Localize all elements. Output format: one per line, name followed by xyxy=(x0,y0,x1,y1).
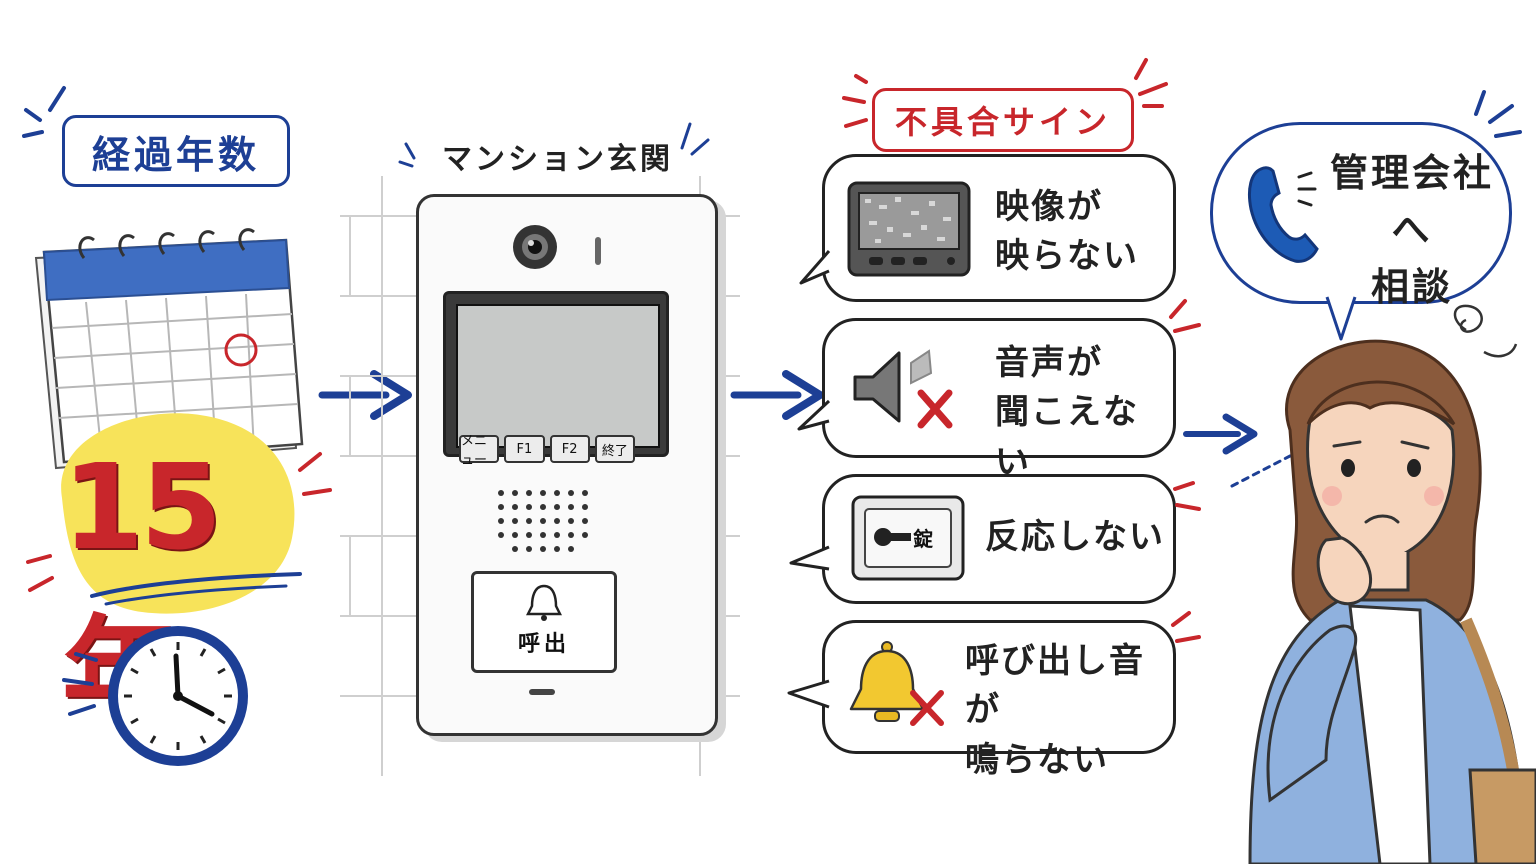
arrow-right-icon xyxy=(318,370,412,420)
elapsed-years-tag: 経過年数 xyxy=(62,115,290,187)
indicator-light xyxy=(595,237,601,265)
lock-key-label: 錠 xyxy=(913,527,933,551)
camera-lens-icon xyxy=(513,225,557,269)
menu-button[interactable]: メニュー xyxy=(459,434,500,468)
sign-bubble-ring: 呼び出し音が 鳴らない xyxy=(787,611,1201,780)
sign-video-line2: 映らない xyxy=(995,236,1139,277)
function-buttons: メニュー F1 F2 終了 xyxy=(459,434,635,468)
menu-button-label: メニュー xyxy=(461,434,488,468)
elapsed-section: 経過年数 15年 xyxy=(0,0,332,864)
elapsed-years-label: 経過年数 xyxy=(91,132,260,177)
f1-button[interactable]: F1 xyxy=(504,435,545,463)
consult-section: 管理会社へ 相談 xyxy=(1200,80,1536,864)
call-button-label: 呼出 xyxy=(517,632,570,657)
sign-video-text: 映像が 映らない xyxy=(995,183,1139,282)
red-accent-icon xyxy=(1171,611,1201,643)
signs-accent-right-icon xyxy=(1134,58,1168,108)
consult-text: 管理会社へ 相談 xyxy=(1317,145,1507,316)
monitor-static-icon xyxy=(847,181,971,277)
bubble-tail-icon xyxy=(789,545,830,571)
bell-muted-icon xyxy=(849,641,944,726)
red-accent-icon xyxy=(1169,299,1201,333)
sign-ring-line1: 呼び出し音が xyxy=(965,641,1145,731)
consult-accent-icon xyxy=(1474,90,1522,138)
entrance-heading: マンション玄関 xyxy=(442,142,673,177)
lock-key-panel-icon xyxy=(851,495,965,581)
bubble-tail-icon xyxy=(799,250,831,285)
monitor-screen xyxy=(456,304,660,448)
intercom-panel: メニュー F1 F2 終了 xyxy=(416,194,718,736)
bubble-tail-icon xyxy=(787,679,830,709)
worried-resident-icon xyxy=(1248,304,1536,864)
red-accent-dashes-icon xyxy=(298,452,332,496)
gaze-line-icon xyxy=(1230,454,1292,488)
heading-accent-right-icon xyxy=(680,122,710,156)
sign-bubble-audio: 音声が 聞こえない xyxy=(797,299,1201,482)
red-accent-icon xyxy=(1173,481,1201,511)
consult-line1: 管理会社へ xyxy=(1329,151,1494,252)
malfunction-signs-label: 不具合サイン xyxy=(894,103,1111,141)
sign-audio-text: 音声が 聞こえない xyxy=(995,339,1173,487)
clock-accent-dashes-icon xyxy=(62,652,98,716)
f2-button-label: F2 xyxy=(561,441,578,457)
f2-button[interactable]: F2 xyxy=(549,435,590,463)
heading-accent-left-icon xyxy=(398,142,416,168)
f1-button-label: F1 xyxy=(516,441,533,457)
end-button-label: 終了 xyxy=(601,443,628,459)
sign-audio-line1: 音声が xyxy=(995,343,1103,383)
bell-icon xyxy=(526,584,562,621)
arrow-right-icon xyxy=(1183,413,1258,455)
sign-response-text: 反応しない xyxy=(985,517,1165,557)
bottom-slot xyxy=(529,689,555,695)
sign-bubble-video: 映像が 映らない xyxy=(799,154,1176,302)
phone-handset-icon xyxy=(1247,166,1319,263)
bubble-tail-icon xyxy=(1325,296,1357,341)
accent-dashes-icon xyxy=(22,86,66,138)
bubble-tail-icon xyxy=(797,399,831,431)
speaker-muted-icon xyxy=(853,349,953,429)
signs-accent-left-icon xyxy=(842,74,868,128)
red-accent-dashes-left-icon xyxy=(26,554,54,592)
clock-icon xyxy=(108,626,248,766)
call-button[interactable]: 呼出 xyxy=(471,571,617,673)
phone-ring-lines-icon xyxy=(1297,171,1317,207)
intercom-section: マンション玄関 xyxy=(330,100,750,780)
sign-audio-line2: 聞こえない xyxy=(995,392,1139,482)
end-button[interactable]: 終了 xyxy=(594,435,635,463)
sign-ring-text: 呼び出し音が 鳴らない xyxy=(965,637,1173,785)
consult-bubble: 管理会社へ 相談 xyxy=(1210,122,1512,341)
sign-bubble-response: 錠 反応しない xyxy=(789,474,1201,604)
malfunction-signs-tag: 不具合サイン xyxy=(872,88,1134,152)
signs-section: 不具合サイン 映像が 映らない xyxy=(787,50,1210,780)
yellow-highlight-icon xyxy=(61,413,295,614)
calendar-icon xyxy=(34,228,304,470)
underline-strokes-icon xyxy=(90,572,302,606)
speaker-grille-icon xyxy=(498,490,588,552)
monitor-frame xyxy=(443,291,669,457)
consult-line2: 相談 xyxy=(1370,265,1453,309)
sign-ring-line2: 鳴らない xyxy=(965,739,1109,780)
arrow-right-icon xyxy=(730,370,824,420)
sign-video-line1: 映像が xyxy=(995,187,1103,227)
